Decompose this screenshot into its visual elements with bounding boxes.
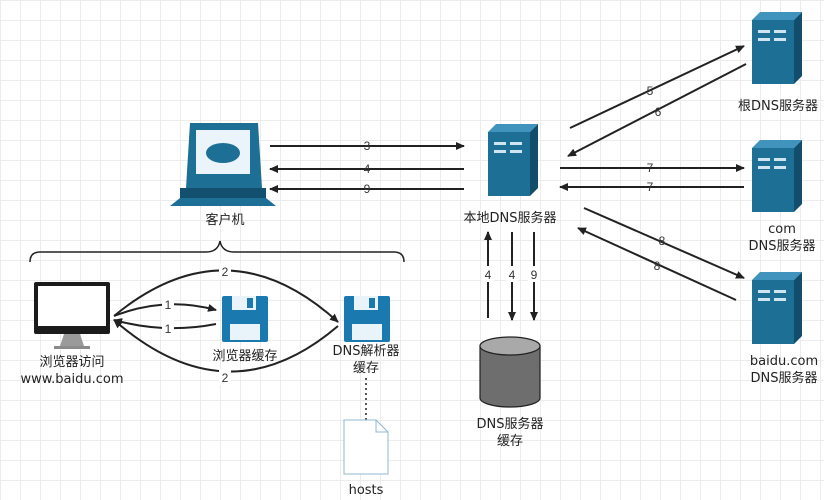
baidu-dns-label-line2: DNS服务器 (751, 370, 818, 386)
browser-cache-label: 浏览器缓存 (212, 348, 277, 364)
step-2b-label: 2 (222, 371, 229, 385)
step-3-label: 3 (364, 139, 371, 153)
browser-label-line1: 浏览器访问 (39, 354, 104, 370)
grouping-brace (29, 240, 405, 263)
hosts-file-icon (343, 419, 389, 475)
step-7b-label: 7 (647, 180, 654, 194)
step-8-label: 8 (659, 234, 666, 248)
client-label: 客户机 (205, 212, 244, 228)
step-7-label: 7 (647, 161, 654, 175)
step-6-label: 6 (655, 105, 662, 119)
dns-cache-label-line1: DNS服务器 (477, 416, 544, 432)
step-8b-label: 8 (654, 259, 661, 273)
step-1-label: 1 (165, 298, 172, 312)
arrow-step-8-out (583, 207, 745, 279)
baidu-dns-server-icon (752, 272, 802, 344)
step-4-label: 4 (364, 162, 371, 176)
arrow-step-6 (567, 63, 747, 157)
com-dns-label-line1: com (768, 222, 796, 237)
baidu-dns-label-line1: baidu.com (750, 354, 818, 369)
arrow-step-8-back (577, 227, 737, 301)
step-4v-label: 4 (485, 268, 492, 282)
dns-cache-database-icon (479, 336, 541, 408)
com-dns-label-line2: DNS服务器 (749, 238, 816, 254)
step-4w-label: 4 (509, 268, 516, 282)
hosts-label: hosts (349, 483, 384, 498)
resolver-cache-label-line2: 缓存 (353, 361, 379, 376)
step-2-label: 2 (222, 265, 229, 279)
browser-monitor-icon (34, 282, 110, 349)
local-dns-server-icon (488, 124, 538, 196)
arrow-step-5 (569, 45, 745, 129)
client-computer-icon (170, 123, 276, 206)
resolver-cache-floppy-icon (344, 296, 390, 342)
com-dns-server-icon (752, 140, 802, 212)
root-dns-label: 根DNS服务器 (738, 98, 818, 114)
browser-label-line2: www.baidu.com (20, 372, 123, 387)
step-9-label: 9 (364, 182, 371, 196)
root-dns-server-icon (752, 12, 802, 84)
browser-cache-floppy-icon (222, 296, 268, 342)
step-1b-label: 1 (165, 322, 172, 336)
resolver-cache-label-line1: DNS解析器 (333, 344, 400, 359)
step-9v-label: 9 (531, 268, 538, 282)
dns-cache-label-line2: 缓存 (497, 434, 523, 449)
local-dns-label: 本地DNS服务器 (464, 210, 557, 226)
step-5-label: 5 (647, 84, 654, 98)
